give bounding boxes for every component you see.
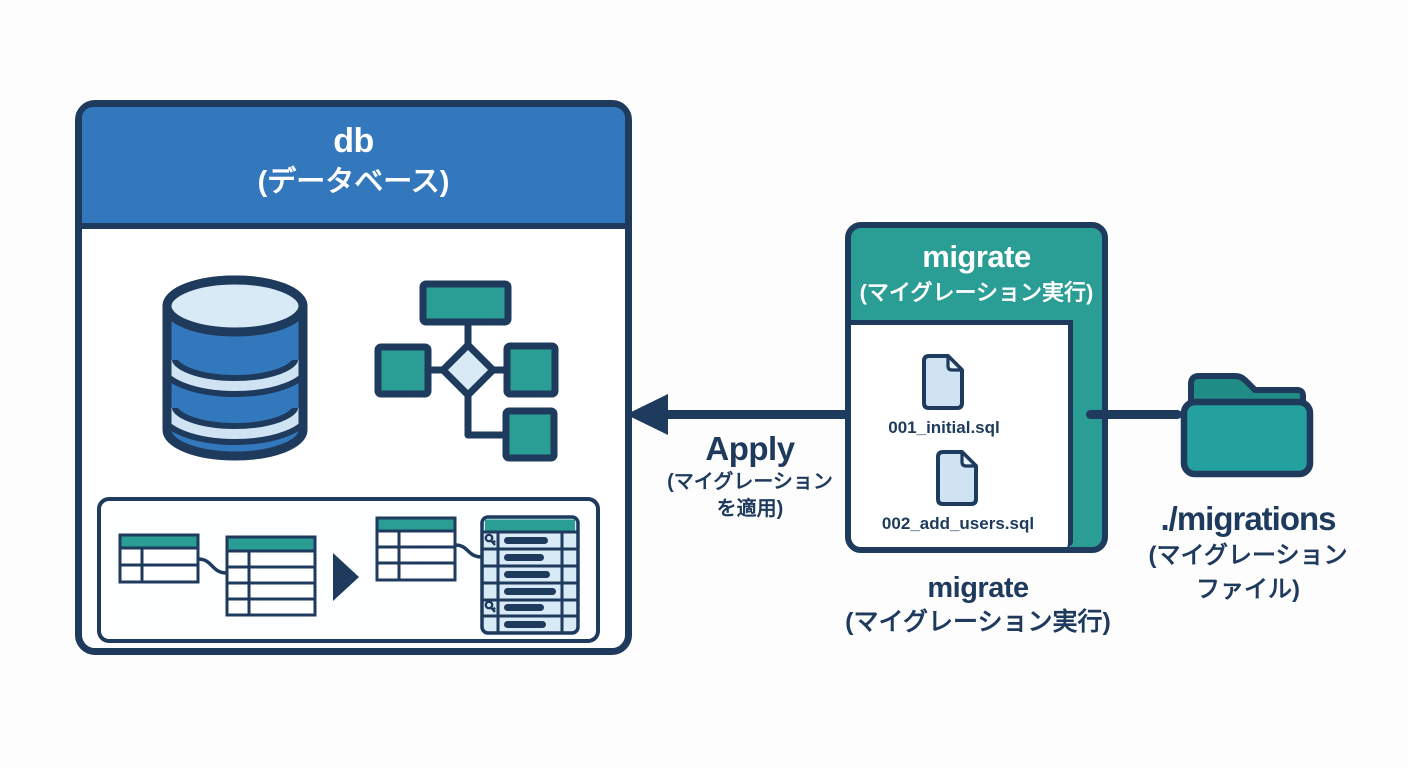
migrate-box-body <box>851 320 1073 547</box>
migrations-folder-sublabel-1: (マイグレーション <box>1148 542 1348 569</box>
apply-label: Apply <box>705 430 795 467</box>
migrations-folder-label-block: ./migrations (マイグレーション ファイル) <box>1108 499 1388 607</box>
tables-before-after-icon <box>118 515 580 635</box>
sql-file-label: 001_initial.sql <box>888 418 1000 437</box>
folder-connector-line <box>1086 410 1182 419</box>
folder-icon <box>1180 373 1314 478</box>
db-subtitle: (データベース) <box>257 166 450 198</box>
migrations-folder-label: ./migrations <box>1160 500 1336 537</box>
schema-diagram-icon <box>374 280 559 462</box>
sql-file-icon <box>936 450 978 506</box>
tables-before-after-panel <box>97 497 600 643</box>
migrate-box-header: migrate (マイグレーション実行) <box>851 228 1102 320</box>
apply-sublabel-line-1: (マイグレーション <box>667 471 833 493</box>
sql-file-label: 002_add_users.sql <box>881 514 1035 533</box>
apply-sublabel-line-2: を適用) <box>716 498 784 520</box>
migrate-caption-subtitle: (マイグレーション実行) <box>845 608 1111 636</box>
migrations-folder-sublabel-2: ファイル) <box>1196 576 1300 603</box>
migrate-subtitle: (マイグレーション実行) <box>859 280 1094 305</box>
db-box-header: db (データベース) <box>82 107 625 229</box>
apply-label-block: Apply (マイグレーション を適用) <box>630 429 870 523</box>
sql-file-icon <box>922 354 964 410</box>
migrate-title: migrate <box>922 239 1031 274</box>
db-box: db (データベース) <box>75 100 632 655</box>
migrate-caption: migrate (マイグレーション実行) <box>828 570 1128 639</box>
apply-arrow-icon <box>626 394 850 435</box>
migrate-caption-title: migrate <box>927 572 1029 604</box>
database-cylinder-icon <box>162 275 308 461</box>
migrate-box: migrate (マイグレーション実行) 001_initial.sql 002… <box>845 222 1108 553</box>
db-title: db <box>333 122 374 160</box>
